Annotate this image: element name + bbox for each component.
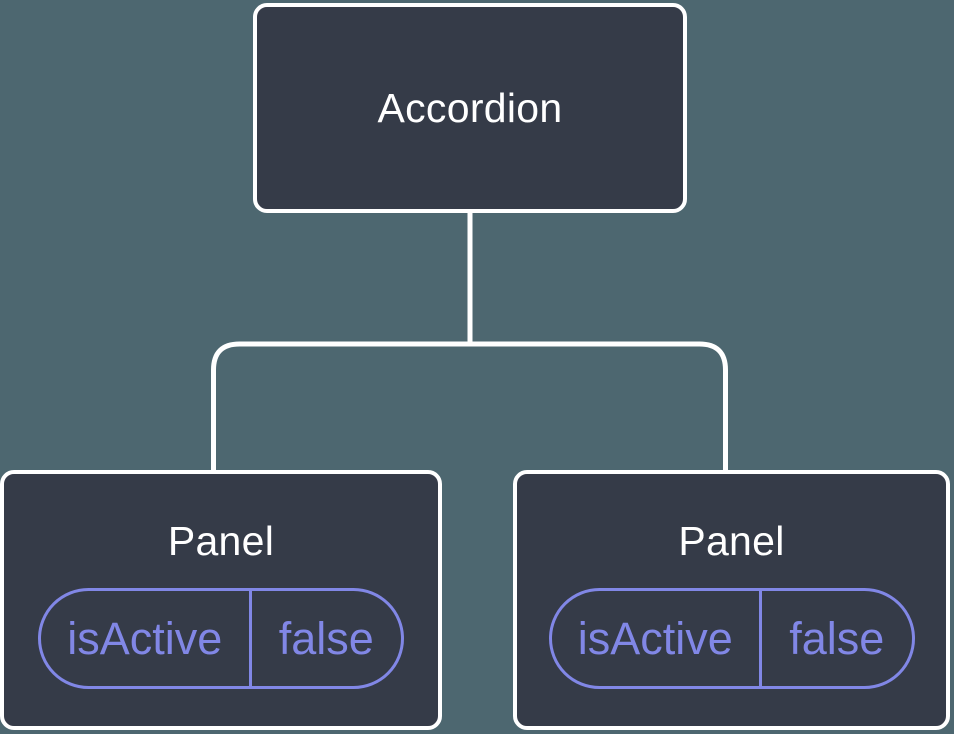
state-value: false — [278, 612, 374, 664]
state-value: false — [789, 612, 885, 664]
panel-node-left: Panel isActive false — [0, 470, 442, 730]
node-title: Panel — [678, 518, 785, 564]
state-pill: isActive false — [38, 588, 404, 689]
node-title: Accordion — [377, 84, 563, 131]
state-name: isActive — [552, 591, 763, 686]
panel-node-right: Panel isActive false — [513, 470, 950, 730]
state-pill: isActive false — [548, 588, 915, 689]
state-name: isActive — [41, 591, 252, 686]
accordion-node: Accordion — [253, 3, 687, 213]
connector-bracket — [211, 341, 728, 471]
node-title: Panel — [167, 518, 275, 564]
